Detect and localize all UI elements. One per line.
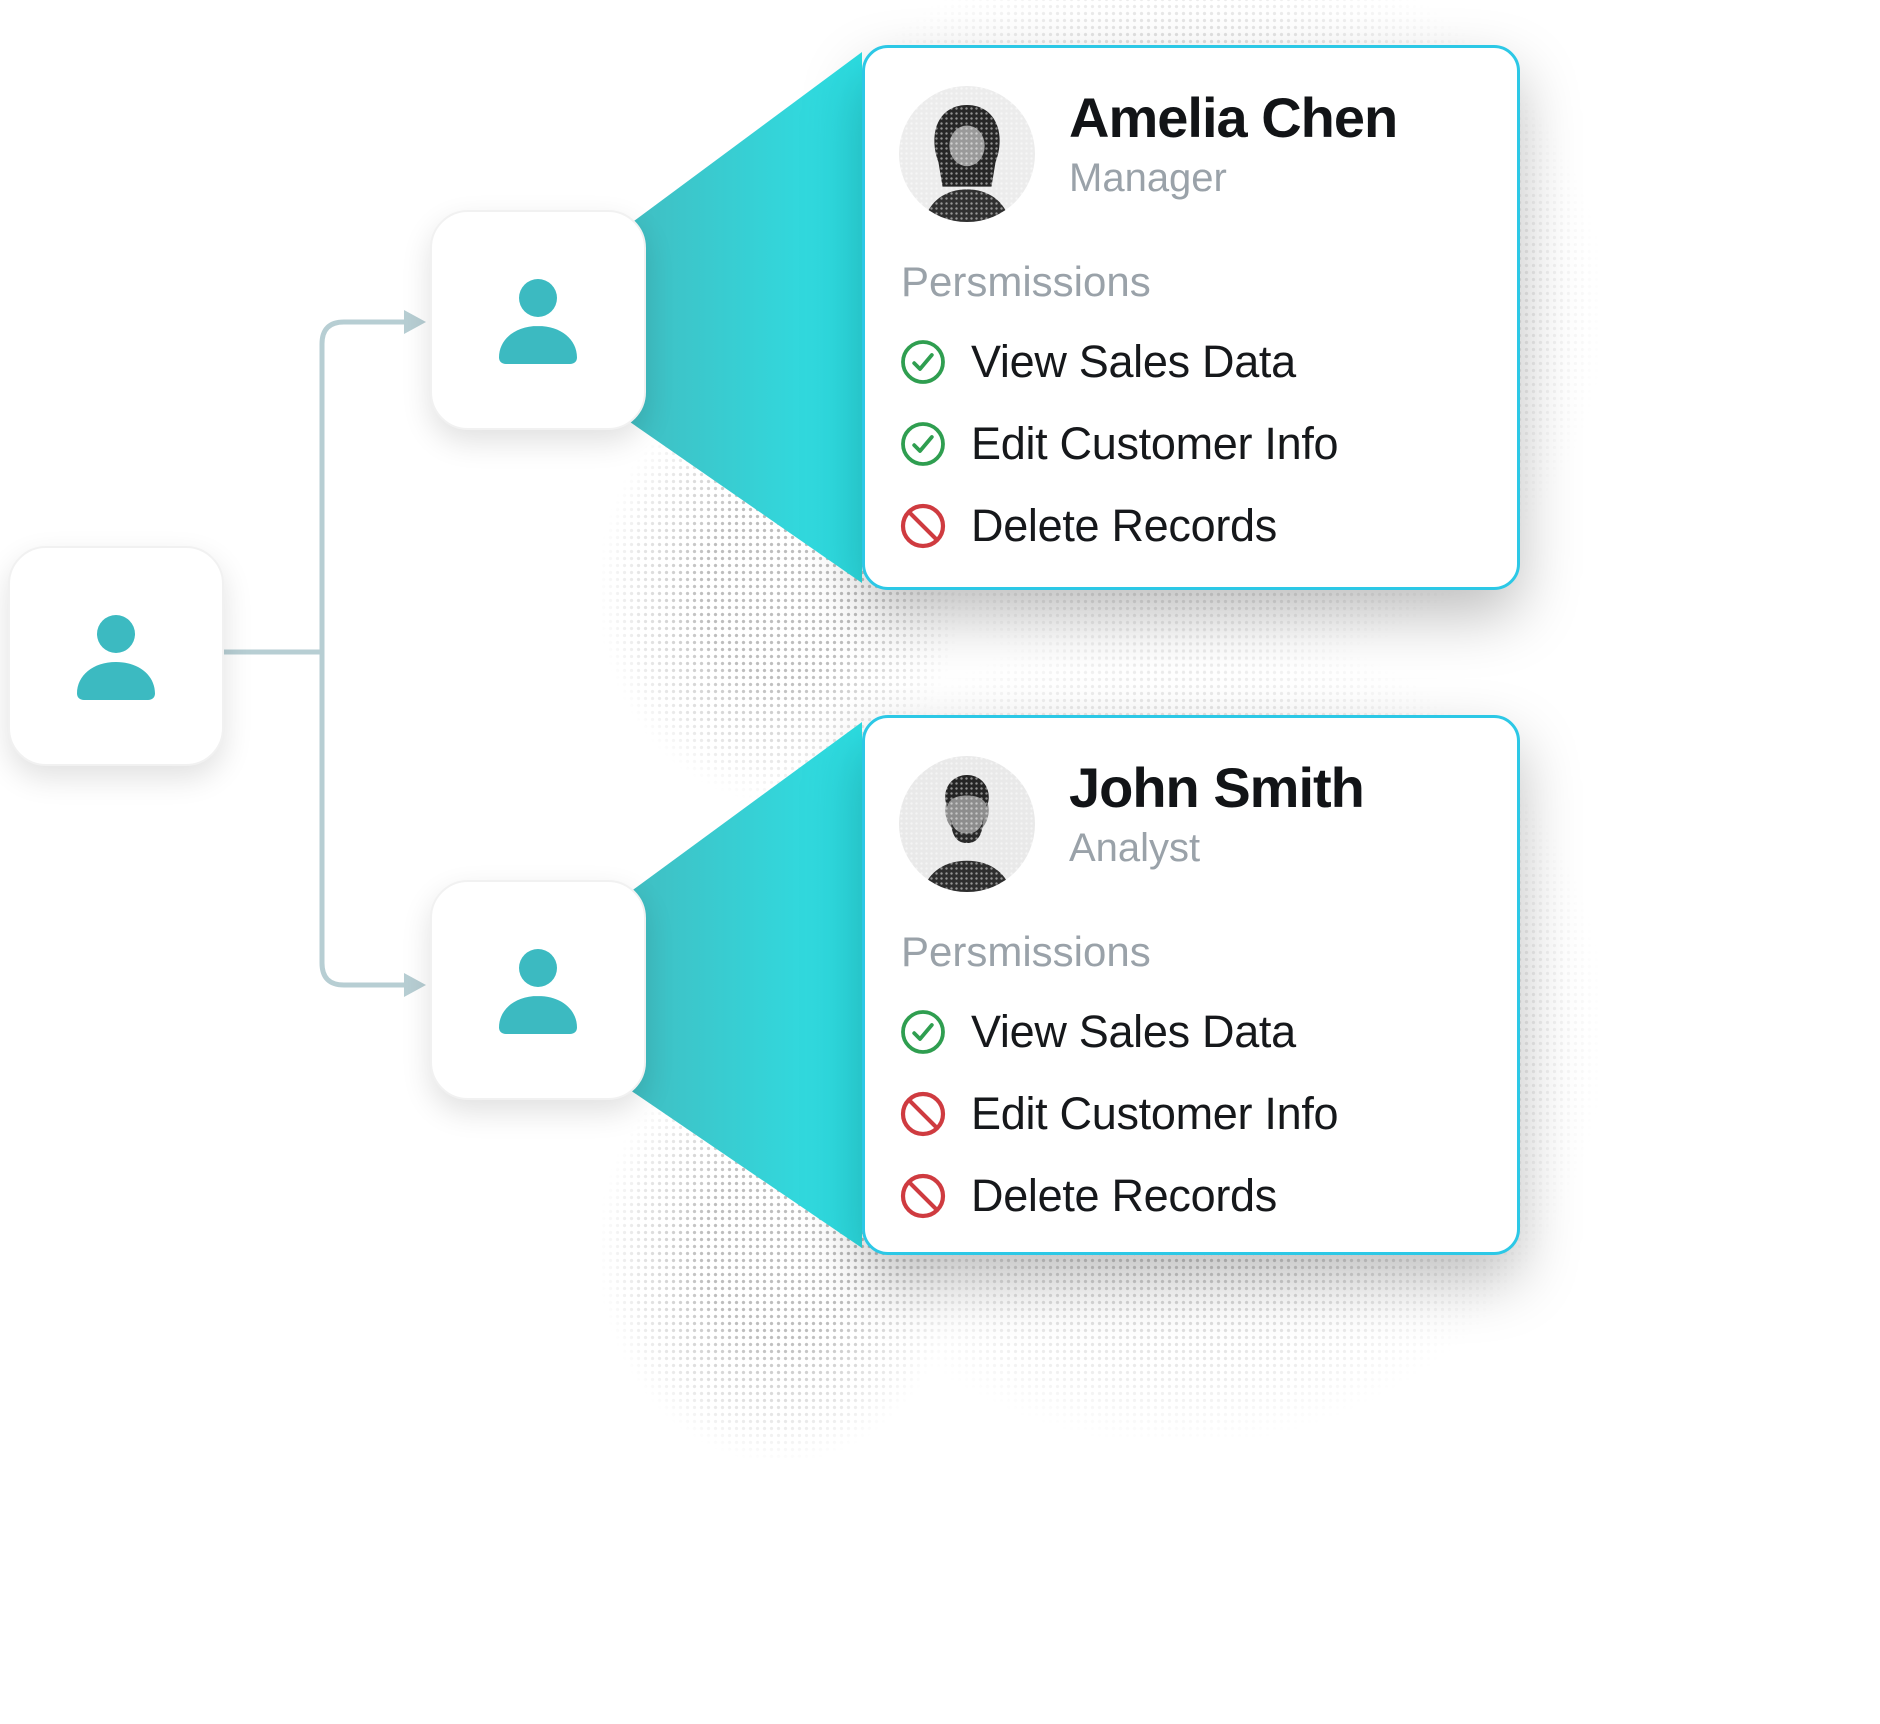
permission-label: Edit Customer Info	[971, 418, 1339, 469]
permission-row: View Sales Data	[899, 1006, 1483, 1058]
permission-card-amelia: Amelia Chen Manager Persmissions View Sa…	[862, 45, 1520, 590]
user-name: Amelia Chen	[1069, 86, 1398, 149]
card-header: Amelia Chen Manager	[899, 86, 1483, 222]
avatar	[899, 756, 1035, 892]
permission-label: Delete Records	[971, 1170, 1277, 1221]
user-node-john	[430, 880, 646, 1100]
user-node-amelia	[430, 210, 646, 430]
no-entry-icon	[899, 1172, 947, 1220]
person-icon	[499, 279, 577, 364]
check-circle-icon	[899, 338, 947, 386]
funnel-beam	[630, 722, 862, 1248]
permissions-heading: Persmissions	[901, 258, 1151, 305]
permission-row: Edit Customer Info	[899, 418, 1483, 470]
avatar	[899, 86, 1035, 222]
permission-card-john: John Smith Analyst Persmissions View Sal…	[862, 715, 1520, 1255]
check-circle-icon	[899, 1008, 947, 1056]
arrow-right-icon	[404, 310, 426, 334]
permission-row: Edit Customer Info	[899, 1088, 1483, 1140]
permission-label: View Sales Data	[971, 336, 1296, 387]
user-role: Manager	[1069, 156, 1227, 201]
permission-row: Delete Records	[899, 500, 1483, 552]
permission-label: Edit Customer Info	[971, 1088, 1339, 1139]
identity-block: Amelia Chen Manager	[1069, 86, 1398, 201]
card-header: John Smith Analyst	[899, 756, 1483, 892]
funnel-beam	[630, 52, 862, 583]
no-entry-icon	[899, 502, 947, 550]
permission-row: Delete Records	[899, 1170, 1483, 1222]
permission-row: View Sales Data	[899, 336, 1483, 388]
org-connector-lines	[215, 319, 407, 988]
root-user-node	[8, 546, 224, 766]
arrow-right-icon	[404, 973, 426, 997]
person-icon	[499, 949, 577, 1034]
person-icon	[77, 615, 155, 700]
no-entry-icon	[899, 1090, 947, 1138]
user-role: Analyst	[1069, 826, 1201, 871]
identity-block: John Smith Analyst	[1069, 756, 1365, 871]
user-name: John Smith	[1069, 756, 1365, 819]
permission-label: View Sales Data	[971, 1006, 1296, 1057]
permission-label: Delete Records	[971, 500, 1277, 551]
check-circle-icon	[899, 420, 947, 468]
permissions-heading: Persmissions	[901, 928, 1151, 975]
